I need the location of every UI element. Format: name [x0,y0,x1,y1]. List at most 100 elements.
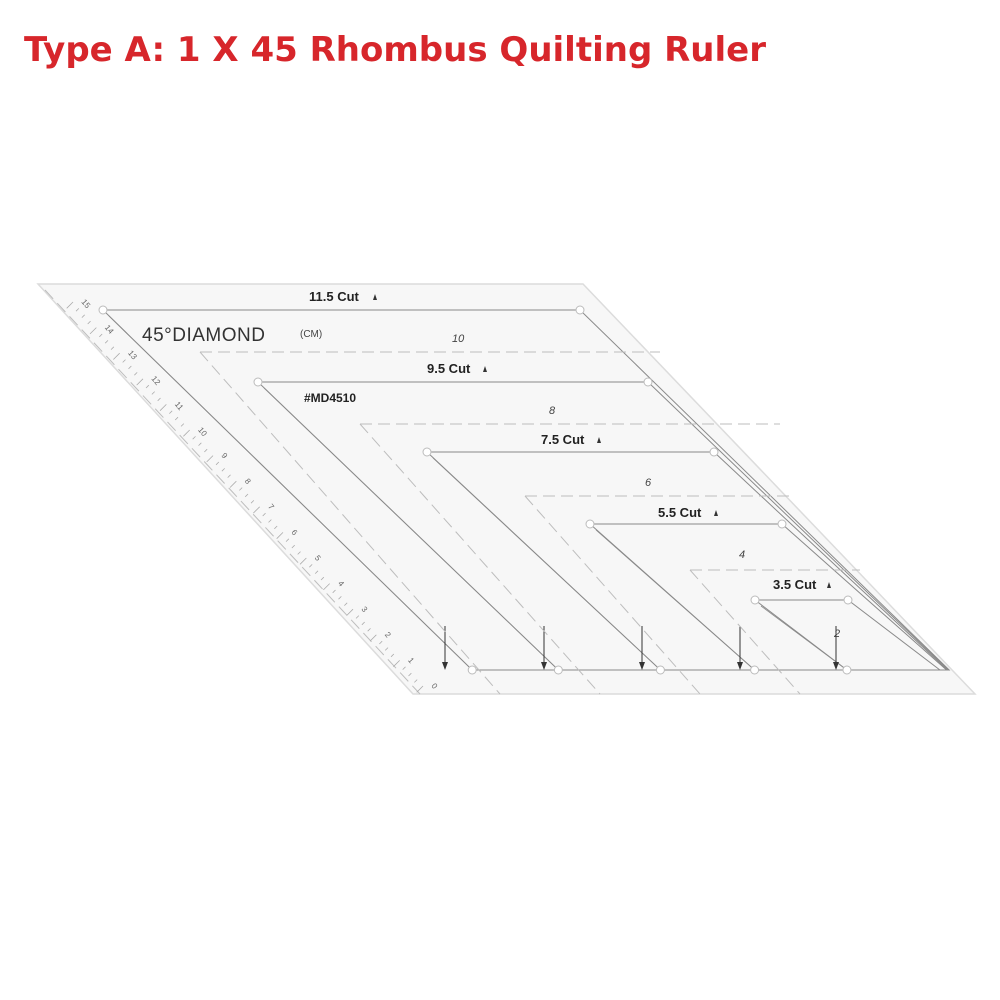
scale-tick [221,468,225,472]
scale-tick [204,448,208,453]
seam-dashed-line [199,351,501,695]
ruler-hole [655,665,665,675]
scale-tick [87,320,91,325]
scale-tick [250,500,255,504]
scale-label: 0 [429,682,439,692]
scale-tick [174,416,179,421]
cut-label-7-5: 7.5 Cut [541,432,585,447]
size-label-2: 2 [833,628,840,640]
seam-dashed-line [359,423,601,695]
size-label-8: 8 [549,405,556,417]
cut-arrows [373,294,831,588]
scale-tick [379,640,383,645]
arrow-up-icon [827,582,831,588]
scale-tick [192,436,196,440]
ruler-hole [777,519,787,529]
ruler-hole [709,447,719,457]
scale-tick [169,410,173,414]
scale-tick [390,653,395,658]
scale-tick [183,429,190,437]
scale-tick [134,372,138,376]
scale-label: 7 [266,502,276,512]
ruler-model-number: #MD4510 [304,391,356,405]
scale-tick [291,544,295,549]
size-label-4: 4 [739,549,745,561]
ruler-lines [44,289,951,695]
page-title: Type A: 1 X 45 Rhombus Quilting Ruler [24,30,766,70]
scale-tick [145,384,150,389]
scale-tick [253,506,260,514]
ruler-hole [750,665,760,675]
scale-tick [104,340,109,344]
scale-tick [136,378,144,386]
scale-label: 8 [243,477,253,487]
arrow-up-icon [373,294,377,300]
arrow-down-icon [639,662,645,670]
scale-tick [75,308,80,312]
scale-label: 2 [383,630,393,640]
ruler-heading: 45°DIAMOND [142,325,265,346]
scale-label: 1 [406,656,416,666]
arrow-up-icon [483,366,487,372]
ruler-hole [553,665,563,675]
cut-label-5-5: 5.5 Cut [658,505,702,520]
scale-tick [393,660,400,667]
scale-tick [229,480,237,488]
arrow-down-icon [737,662,743,670]
scale-tick [285,538,290,542]
scale-tick [367,628,371,632]
scale-tick [361,621,365,626]
arrow-up-icon [714,510,718,516]
seam-dashed-line [524,495,701,695]
seam-dashed-line [44,289,421,695]
scale-tick [206,455,214,463]
ruler-heading-unit: (CM) [300,329,322,340]
scale-tick [314,570,319,574]
scale-tick [320,576,325,581]
scale-tick [262,512,266,517]
scale-tick [276,532,284,539]
size-label-10: 10 [452,333,465,345]
scale-tick [89,327,97,335]
scale-tick [157,397,161,402]
scale-tick [128,365,132,370]
rhombus-outline [753,599,942,671]
arrow-down-icon [442,662,448,670]
arrow-down-icon [541,662,547,670]
ruler-holes [98,305,853,675]
inner-diagonal-line [108,315,473,671]
scale-tick [122,359,126,363]
ruler-hole [585,519,595,529]
scale-tick [408,672,412,677]
ruler-hole [842,665,852,675]
scale-tick [274,525,278,530]
scale-tick [323,583,330,591]
cut-label-3-5: 3.5 Cut [773,577,817,592]
arrow-up-icon [597,437,601,443]
ruler-hole [467,665,477,675]
scale-tick [198,442,202,446]
scale-label: 3 [359,605,369,615]
scale-tick [110,346,115,350]
size-label-6: 6 [645,477,652,489]
scale-tick [113,352,120,360]
inner-diagonal-line [595,529,755,671]
inner-diagonal-line [760,605,848,671]
ruler-hole [643,377,653,387]
ruler-body [36,283,977,695]
scale-tick [239,487,243,491]
seam-dashed-line [689,569,801,695]
arrow-down-icon [833,662,839,670]
scale-tick [244,493,249,498]
ruler-hole [750,595,760,605]
scale-tick [309,564,313,568]
inner-diagonal-line [432,457,661,671]
scale-tick [346,608,354,616]
scale-tick [159,404,167,411]
cut-label-11-5: 11.5 Cut [309,289,360,304]
scale-tick [355,615,360,619]
scale-label: 9 [219,451,229,461]
inner-diagonal-line [263,387,559,671]
scale-tick [414,679,418,683]
scale-tick [299,557,307,565]
